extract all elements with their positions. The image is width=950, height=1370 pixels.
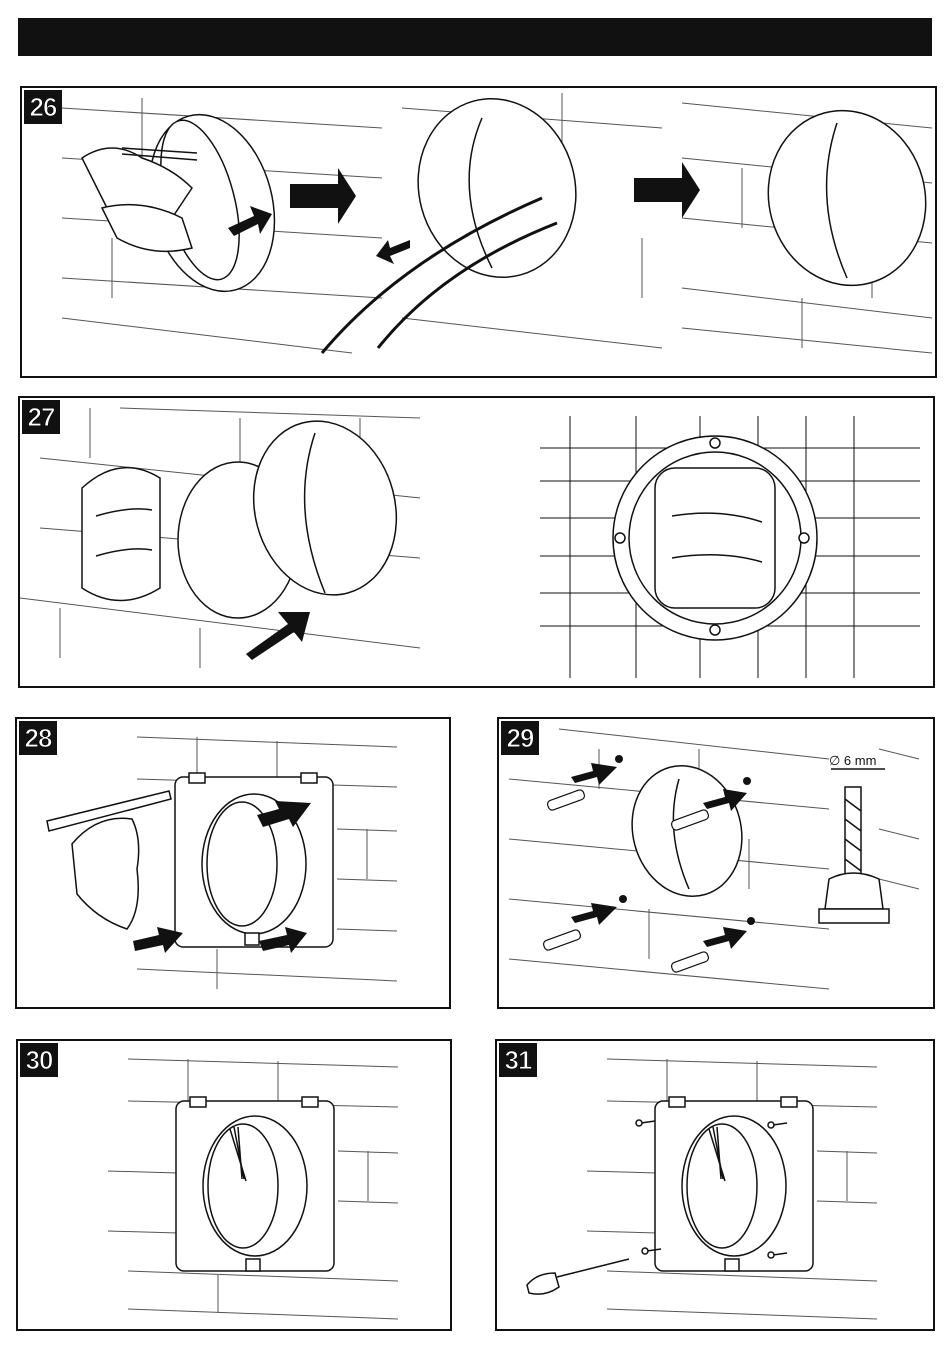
- step-number: 27: [28, 402, 55, 433]
- fan-cover-with-cable: [398, 88, 595, 295]
- step-27-panel: 27: [18, 396, 935, 688]
- hands-connecting-wires: [82, 101, 293, 306]
- step-29-panel: 29 ∅ 6 mm: [497, 717, 935, 1009]
- step-number-badge: 26: [24, 90, 62, 124]
- pull-arrow-icon: [376, 240, 410, 264]
- drill-hole: [747, 917, 755, 925]
- insert-arrow-icon: [571, 763, 617, 785]
- drill-hole: [615, 755, 623, 763]
- step-number: 29: [507, 723, 534, 754]
- mounting-plate: [176, 1097, 334, 1271]
- insert-arrow-icon: [703, 927, 747, 949]
- step-number-badge: 28: [19, 721, 57, 755]
- drill-diameter-label: ∅ 6 mm: [829, 753, 876, 769]
- step-26-illustration: [22, 88, 937, 378]
- next-step-arrow-icon: [634, 162, 700, 218]
- step-number: 31: [505, 1045, 532, 1076]
- drill-bit-icon: [819, 769, 889, 923]
- step-number-badge: 31: [499, 1043, 537, 1077]
- step-28-panel: 28: [15, 717, 451, 1009]
- fan-cover: [618, 753, 756, 908]
- step-number-badge: 30: [20, 1043, 58, 1077]
- push-arrow-icon: [246, 612, 310, 660]
- mounting-ring: [613, 436, 817, 640]
- step-26-panel: 26: [20, 86, 937, 378]
- drill-hole: [743, 777, 751, 785]
- mounting-plate: [655, 1097, 813, 1271]
- step-number-badge: 27: [22, 400, 60, 434]
- step-number: 30: [26, 1045, 53, 1076]
- mounting-plate: [175, 773, 333, 947]
- closed-fan-cover: [749, 93, 937, 303]
- step-number: 26: [30, 92, 57, 123]
- step-30-panel: 30: [16, 1039, 452, 1331]
- drill-hole: [619, 895, 627, 903]
- header-bar: [18, 18, 932, 56]
- step-30-illustration: [18, 1041, 452, 1331]
- mounting-plate: [82, 468, 160, 601]
- step-27-illustration: [20, 398, 935, 688]
- screwdriver-icon: [527, 1259, 629, 1294]
- step-number-badge: 29: [501, 721, 539, 755]
- step-31-panel: 31: [495, 1039, 935, 1331]
- next-step-arrow-icon: [290, 168, 356, 224]
- step-28-illustration: [17, 719, 451, 1009]
- hand-with-pencil: [47, 791, 171, 929]
- insert-arrow-icon: [571, 903, 617, 925]
- step-number: 28: [25, 723, 52, 754]
- step-31-illustration: [497, 1041, 935, 1331]
